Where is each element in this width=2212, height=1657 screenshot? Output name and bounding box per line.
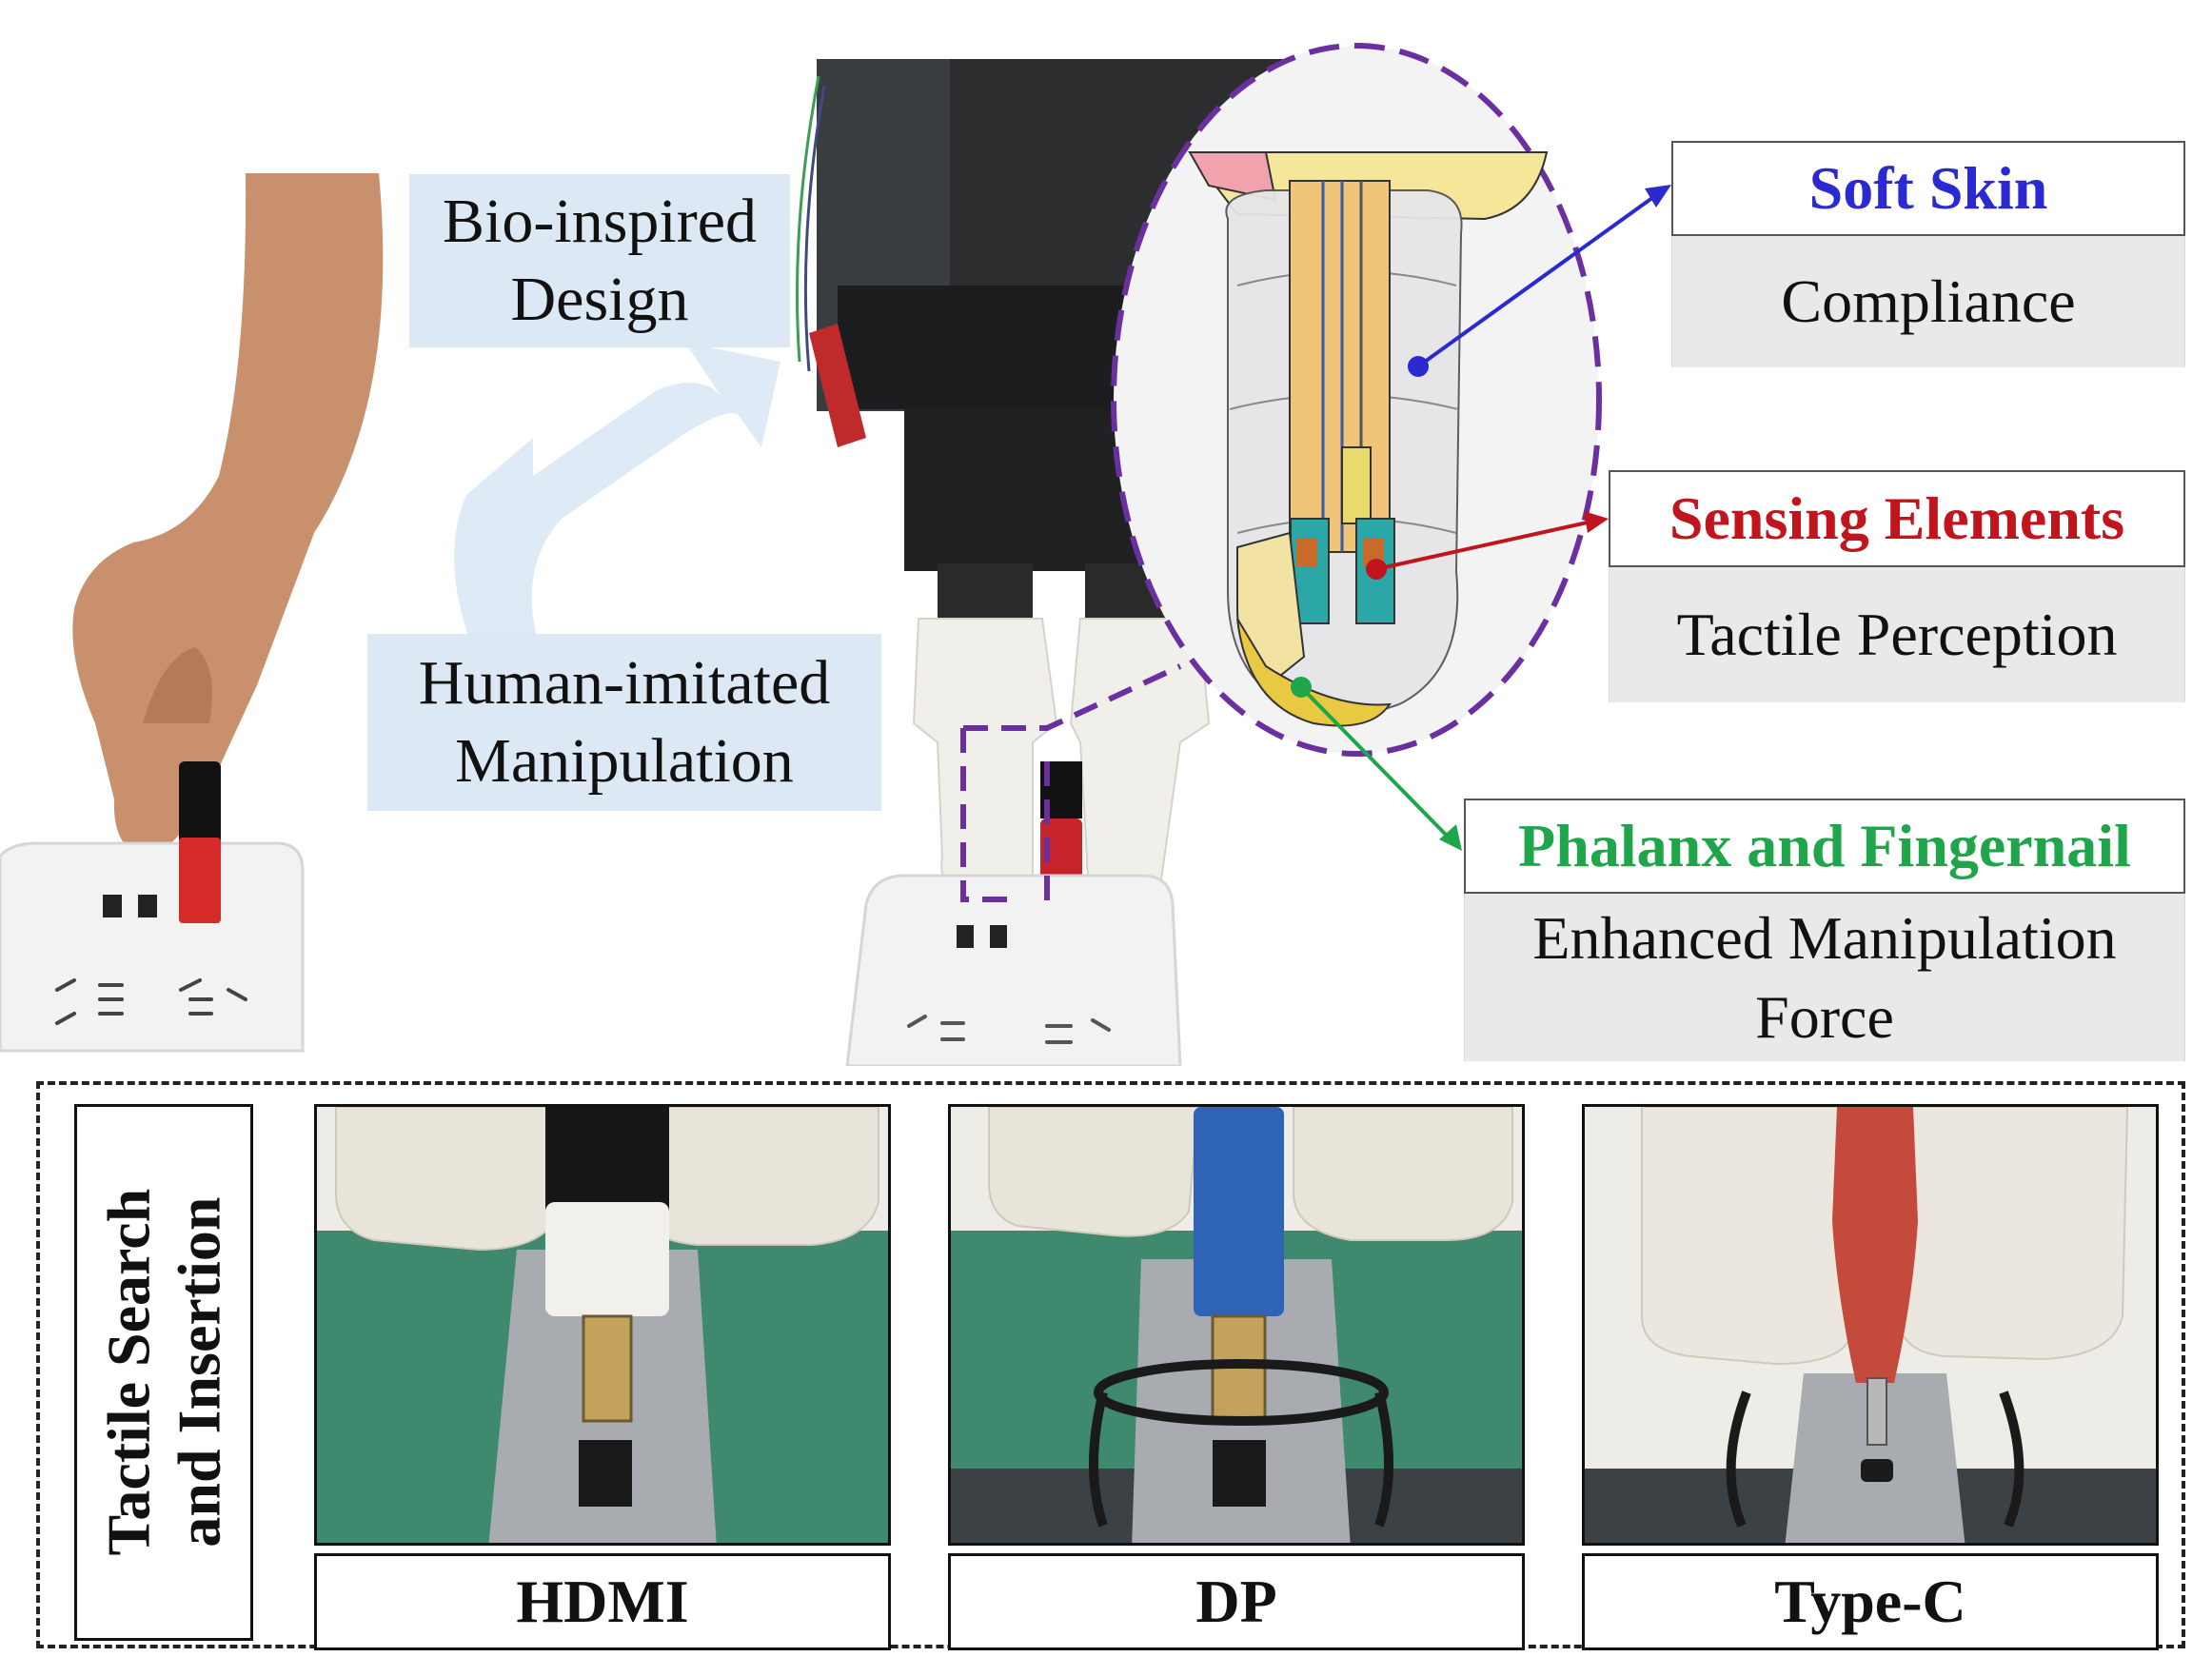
- side-label-line-2: and Insertion: [165, 1196, 232, 1549]
- bio-inspired-line-2: Design: [510, 265, 689, 334]
- soft-skin-body: Compliance: [1671, 236, 2185, 367]
- sensing-elements-title: Sensing Elements: [1609, 470, 2185, 567]
- phalanx-body-line-1: Enhanced Manipulation: [1532, 903, 2117, 972]
- dp-label: DP: [948, 1553, 1525, 1650]
- top-illustration: [0, 43, 1671, 1066]
- sensing-elements-callout: Sensing Elements Tactile Perception: [1609, 470, 2185, 702]
- phalanx-body-line-2: Force: [1755, 983, 1894, 1051]
- sensing-elements-body: Tactile Perception: [1609, 567, 2185, 702]
- side-label-line-1: Tactile Search: [94, 1189, 163, 1556]
- human-imitated-line-1: Human-imitated: [418, 647, 831, 718]
- human-imitated-manipulation-label: Human-imitated Manipulation: [367, 634, 881, 811]
- bio-inspired-line-1: Bio-inspired: [443, 186, 757, 256]
- callout-arrows: [1299, 185, 1671, 851]
- phalanx-fingernail-title: Phalanx and Fingernail: [1464, 799, 2185, 894]
- hdmi-label: HDMI: [314, 1553, 891, 1650]
- soft-skin-body-line: Compliance: [1781, 267, 2076, 336]
- hdmi-insertion-photo: [314, 1104, 891, 1546]
- typec-insertion-photo: [1582, 1104, 2159, 1546]
- dp-demo: DP: [948, 1104, 1525, 1650]
- bio-inspired-design-label: Bio-inspired Design: [409, 174, 790, 347]
- human-imitated-line-2: Manipulation: [455, 726, 794, 796]
- sensing-body-line: Tactile Perception: [1676, 601, 2118, 669]
- phalanx-fingernail-callout: Phalanx and Fingernail Enhanced Manipula…: [1464, 799, 2185, 1061]
- tactile-search-insertion-label: Tactile Search and Insertion: [74, 1104, 253, 1641]
- tactile-insertion-panel: Tactile Search and Insertion HDMI: [36, 1081, 2185, 1650]
- curved-arrow-icon: [454, 343, 780, 657]
- typec-demo: Type-C: [1582, 1104, 2159, 1650]
- phalanx-fingernail-body: Enhanced Manipulation Force: [1464, 894, 2185, 1061]
- soft-skin-callout: Soft Skin Compliance: [1671, 141, 2185, 367]
- typec-label: Type-C: [1582, 1553, 2159, 1650]
- robot-gripper-photo: [796, 59, 1283, 1066]
- hdmi-demo: HDMI: [314, 1104, 891, 1650]
- dp-insertion-photo: [948, 1104, 1525, 1546]
- human-hand-photo: [0, 173, 384, 1053]
- finger-cad-detail: [1111, 43, 1602, 757]
- soft-skin-title: Soft Skin: [1671, 141, 2185, 236]
- finger-highlight-marker: [960, 663, 1182, 904]
